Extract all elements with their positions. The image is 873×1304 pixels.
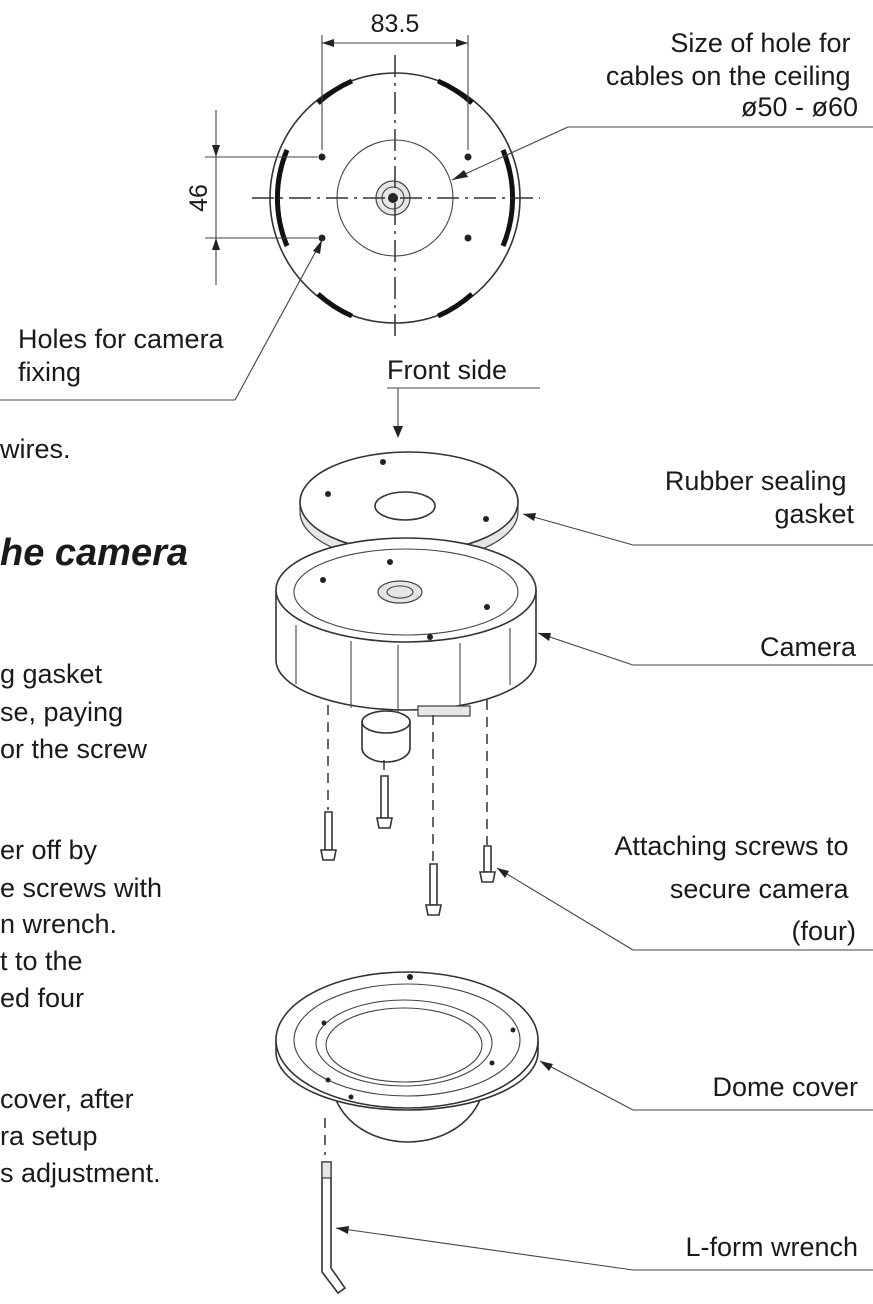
fixing-holes-callout: Holes for camera fixing (0, 239, 323, 401)
camera-body (275, 537, 537, 763)
body-line: cover, after (0, 1084, 134, 1114)
camera-label: Camera (760, 632, 857, 662)
body-line: e screws with (0, 873, 162, 903)
body-line: n wrench. (0, 909, 117, 939)
screws-callout: Attaching screws to secure camera (four) (496, 831, 873, 951)
body-line: ra setup (0, 1121, 98, 1151)
height-dimension: 46 (185, 110, 318, 285)
body-line: t to the (0, 946, 83, 976)
height-dimension-label: 46 (185, 184, 213, 212)
dome-cover (275, 971, 539, 1155)
attaching-screws (320, 700, 496, 916)
width-dimension: 83.5 (321, 10, 469, 150)
cable-hole-callout: Size of hole for cables on the ceiling ø… (451, 28, 873, 181)
front-side-label: Front side (387, 355, 507, 385)
wrench-callout: L-form wrench (335, 1226, 873, 1271)
section-heading: he camera (0, 532, 188, 574)
body-line: s adjustment. (0, 1158, 161, 1188)
front-side-callout: Front side (387, 355, 540, 438)
fixing-holes-label: Holes for camera fixing (18, 324, 231, 387)
cropped-body-text: wires. he camera g gasket se, paying or … (0, 434, 188, 1188)
gasket-callout: Rubber sealing gasket (522, 466, 873, 546)
dome-callout: Dome cover (539, 1060, 873, 1111)
top-view-template (252, 55, 540, 340)
screws-label: Attaching screws to secure camera (four) (614, 831, 856, 946)
dome-cover-label: Dome cover (712, 1072, 858, 1102)
rubber-gasket (299, 451, 519, 563)
body-line: se, paying (0, 697, 123, 727)
cable-hole-label: Size of hole for cables on the ceiling ø… (606, 28, 858, 122)
l-form-wrench (321, 1161, 347, 1295)
body-line: g gasket (0, 659, 103, 689)
wires-line: wires. (0, 434, 71, 464)
body-line: ed four (0, 983, 84, 1013)
body-line: or the screw (0, 734, 148, 764)
gasket-label: Rubber sealing gasket (665, 466, 855, 529)
body-line: er off by (0, 835, 98, 865)
wrench-label: L-form wrench (685, 1232, 858, 1262)
width-dimension-label: 83.5 (371, 10, 420, 38)
camera-callout: Camera (537, 632, 873, 666)
